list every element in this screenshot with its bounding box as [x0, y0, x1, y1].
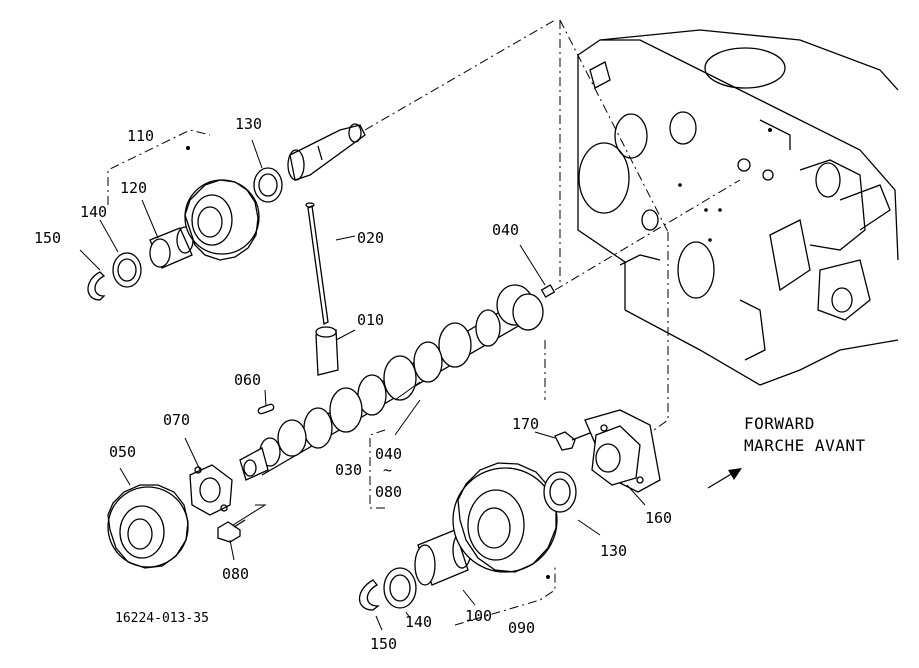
label-120: 120 [120, 179, 148, 197]
label-130-bottom: 130 [600, 542, 628, 560]
camshaft [239, 244, 556, 509]
label-170: 170 [512, 415, 540, 433]
assembly-lines [224, 19, 741, 531]
label-150-bottom: 150 [370, 635, 398, 653]
label-020: 020 [357, 229, 385, 247]
label-range-tilde: ~ [383, 461, 393, 479]
engine-block [559, 19, 899, 386]
gear-assembly-110 [87, 123, 366, 301]
forward-arrow-icon [707, 468, 742, 489]
label-030: 030 [335, 461, 363, 479]
forward-caption-en: FORWARD [744, 414, 815, 433]
label-140-bottom: 140 [405, 613, 433, 631]
cam-gear-assembly [107, 464, 246, 569]
push-rod-tappet [305, 202, 356, 376]
document-id: 16224-013-35 [115, 611, 209, 626]
label-160: 160 [645, 509, 673, 527]
label-060: 060 [234, 371, 262, 389]
label-100: 100 [465, 607, 493, 625]
forward-caption-fr: MARCHE AVANT [744, 436, 866, 455]
gear-assembly-090 [358, 409, 661, 631]
label-080-bolt: 080 [222, 565, 250, 583]
label-050: 050 [109, 443, 137, 461]
label-110: 110 [127, 127, 155, 145]
label-040-range: 040 [375, 445, 403, 463]
label-040-plug: 040 [492, 221, 520, 239]
label-leaders [79, 139, 556, 561]
label-010: 010 [357, 311, 385, 329]
label-150-top: 150 [34, 229, 62, 247]
label-130-top: 130 [235, 115, 263, 133]
label-080-range: 080 [375, 483, 403, 501]
label-140-top: 140 [80, 203, 108, 221]
label-090: 090 [508, 619, 536, 637]
label-070: 070 [163, 411, 191, 429]
